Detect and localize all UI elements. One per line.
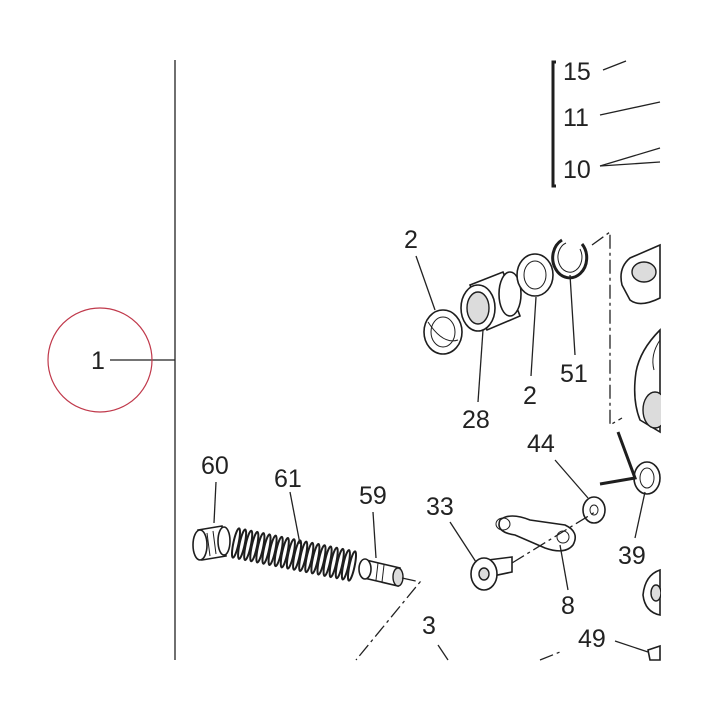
center-line-bottom [539, 651, 561, 661]
snap-ring-51 [551, 238, 589, 280]
callout-11: 11 [563, 104, 589, 132]
leader-10a [599, 147, 661, 167]
leader-61 [289, 491, 301, 545]
spring-coil [334, 547, 345, 580]
callout-3: 3 [422, 612, 436, 640]
washer-2-left [423, 309, 463, 355]
spring-coil [255, 532, 266, 564]
housing-partial [620, 243, 668, 434]
leader-11 [599, 101, 661, 116]
needle-bearing-28 [460, 270, 522, 332]
spring-coil [292, 539, 303, 571]
spring-coil [285, 538, 296, 570]
spring-coil [328, 546, 339, 579]
spring-coil [322, 545, 333, 577]
leader-49 [614, 640, 649, 653]
highlight-circle [47, 307, 153, 413]
spring-coil [310, 543, 321, 575]
spring-coil [267, 534, 278, 566]
spring-coil [237, 528, 248, 560]
callout-49: 49 [578, 625, 606, 653]
spring-coil [273, 535, 284, 568]
spring-coil [304, 541, 315, 574]
leader-28 [477, 329, 484, 403]
leader-2a [415, 255, 436, 311]
callout-61: 61 [274, 465, 302, 493]
callout-44: 44 [527, 430, 555, 458]
group-bracket [551, 60, 556, 188]
callout-15: 15 [563, 58, 591, 86]
leader-59 [372, 511, 377, 559]
spring-coil [279, 537, 290, 569]
spring-coil [298, 540, 309, 572]
leader-15 [602, 60, 627, 71]
callout-2-right: 2 [523, 382, 537, 410]
bracket-partial-lower [642, 568, 662, 616]
spring-coil [316, 544, 327, 576]
center-line-screw [511, 511, 596, 564]
callout-8: 8 [561, 592, 575, 620]
spring-coil [243, 529, 254, 562]
center-line-lower [355, 577, 422, 661]
leader-60 [213, 481, 217, 524]
compression-spring-61 [230, 527, 358, 582]
callout-59: 59 [359, 482, 387, 510]
leader-8 [559, 544, 569, 591]
part-49-partial [647, 644, 661, 661]
spring-coil [346, 550, 358, 582]
spring-coil [261, 533, 272, 565]
callout-33: 33 [426, 493, 454, 521]
torsion-spring-39 [599, 431, 661, 495]
callout-10: 10 [563, 156, 591, 184]
screw-33 [470, 556, 513, 591]
washer-44 [582, 496, 606, 524]
plug-60 [192, 525, 231, 561]
right-crop-mask [661, 0, 720, 720]
callout-60: 60 [201, 452, 229, 480]
spring-coil [230, 527, 242, 559]
leader-39 [634, 491, 646, 539]
pin-59 [358, 558, 404, 587]
leader-44 [554, 459, 589, 499]
lever-8 [495, 515, 576, 552]
leader-10b [599, 161, 661, 167]
washer-2-right [516, 253, 554, 297]
leader-3 [437, 644, 449, 661]
leader-33 [449, 521, 477, 563]
leader-2b [530, 296, 537, 377]
callout-39: 39 [618, 542, 646, 570]
spring-coil [249, 530, 260, 563]
callout-1: 1 [91, 347, 105, 375]
bottom-crop-mask [0, 661, 720, 720]
leader-51 [569, 274, 576, 356]
callout-28: 28 [462, 406, 490, 434]
callout-51: 51 [560, 360, 588, 388]
callout-2-left: 2 [404, 226, 418, 254]
center-line-upper [591, 230, 623, 427]
spring-coil [340, 549, 351, 581]
